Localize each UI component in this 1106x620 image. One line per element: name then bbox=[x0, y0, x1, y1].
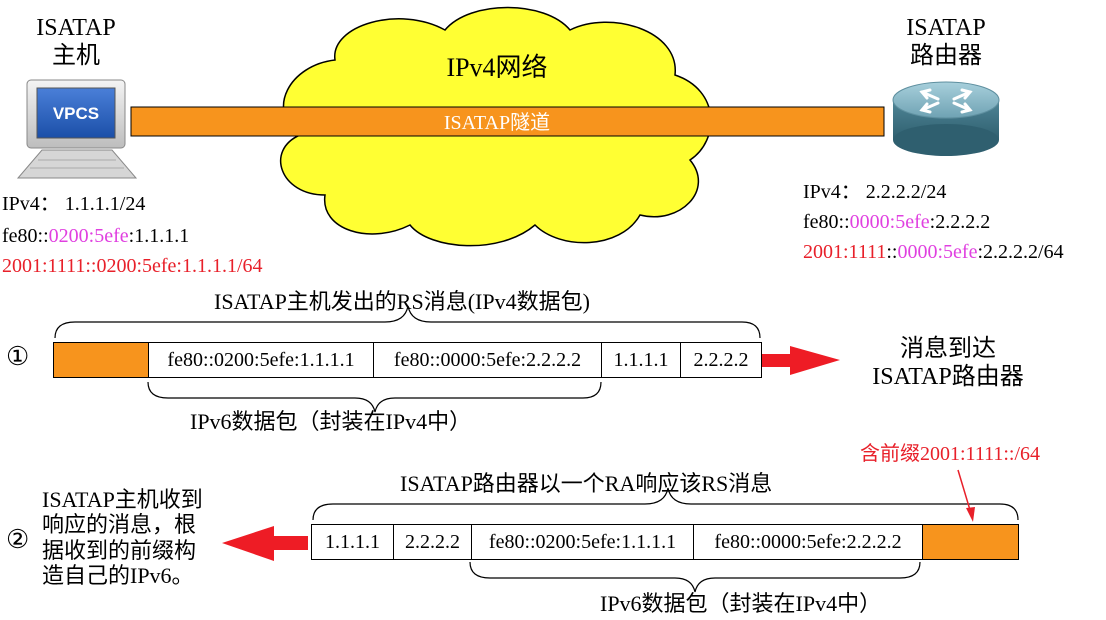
step2-bottom-label: IPv6数据包（封装在IPv4中） bbox=[600, 591, 882, 616]
step2-result-line4: 造自己的IPv6。 bbox=[42, 562, 194, 588]
host-ll-iid: 0200:5efe bbox=[48, 225, 129, 247]
router-title-line1: ISATAP bbox=[906, 15, 986, 41]
step1-marker: ① bbox=[6, 342, 30, 371]
host-title-line1: ISATAP bbox=[36, 15, 116, 41]
step2-marker: ② bbox=[6, 525, 30, 554]
host-title: ISATAP 主机 bbox=[36, 15, 116, 70]
step2-result-line3: 据收到的前缀构 bbox=[42, 537, 197, 563]
step1-bottom-label: IPv6数据包（封装在IPv4中） bbox=[190, 409, 472, 434]
step2-src-ipv4-cell: 1.1.1.1 bbox=[312, 525, 394, 559]
step1-arrow bbox=[762, 346, 840, 375]
host-title-line2: 主机 bbox=[52, 42, 100, 69]
step2-dst-ipv6-cell: fe80::0000:5efe:2.2.2.2 bbox=[694, 525, 923, 559]
step2-dst-ipv4-cell: 2.2.2.2 bbox=[394, 525, 472, 559]
step1-top-label: ISATAP主机发出的RS消息(IPv4数据包) bbox=[214, 289, 590, 314]
router-ll-prefix: fe80:: bbox=[803, 211, 850, 233]
router-ipv4: IPv4： 2.2.2.2/24 bbox=[803, 181, 947, 203]
host-global: 2001:1111::0200:5efe:1.1.1.1/64 bbox=[2, 255, 263, 277]
cloud-label: IPv4网络 bbox=[446, 53, 547, 82]
step2-top-brace bbox=[312, 487, 1019, 521]
step2-bottom-brace bbox=[469, 561, 921, 593]
vpcs-screen-text: VPCS bbox=[53, 104, 99, 123]
step2-result: ISATAP主机收到 响应的消息，根 据收到的前缀构 造自己的IPv6。 bbox=[42, 487, 203, 588]
step2-src-ipv6-cell: fe80::0200:5efe:1.1.1.1 bbox=[472, 525, 694, 559]
step1-top-brace bbox=[54, 305, 761, 339]
step1-packet: fe80::0200:5efe:1.1.1.1 fe80::0000:5efe:… bbox=[53, 342, 762, 378]
step1-result-line2: ISATAP路由器 bbox=[872, 363, 1024, 390]
router-ll-v4: :2.2.2.2 bbox=[929, 211, 991, 233]
router-icon bbox=[892, 81, 1000, 156]
step2-top-label: ISATAP路由器以一个RA响应该RS消息 bbox=[400, 471, 773, 496]
step2-result-line2: 响应的消息，根 bbox=[42, 512, 197, 538]
step1-result: 消息到达 ISATAP路由器 bbox=[858, 336, 1038, 391]
step2-arrow bbox=[222, 526, 308, 561]
host-ll-prefix: fe80:: bbox=[2, 225, 49, 247]
host-ipv4: IPv4： 1.1.1.1/24 bbox=[2, 193, 146, 215]
step1-dst-ipv6-cell: fe80::0000:5efe:2.2.2.2 bbox=[374, 343, 602, 377]
step1-result-line1: 消息到达 bbox=[900, 336, 996, 362]
tunnel-label: ISATAP隧道 bbox=[444, 111, 550, 134]
step1-bottom-brace bbox=[147, 381, 602, 413]
isatap-tunnel bbox=[130, 106, 885, 137]
step2-prefix-note: 含前缀2001:1111::/64 bbox=[860, 443, 1040, 465]
prefix-pointer-arrow bbox=[957, 469, 975, 522]
step1-src-ipv6-cell: fe80::0200:5efe:1.1.1.1 bbox=[149, 343, 374, 377]
router-global-prefix: 2001:1111 bbox=[803, 241, 887, 263]
router-title: ISATAP 路由器 bbox=[896, 15, 996, 70]
router-global-sep: :: bbox=[886, 241, 898, 263]
router-title-line2: 路由器 bbox=[910, 42, 982, 69]
router-ll-iid: 0000:5efe bbox=[849, 211, 930, 233]
router-global: 2001:1111::0000:5efe:2.2.2.2/64 bbox=[803, 241, 1064, 264]
step1-dst-ipv4-cell: 2.2.2.2 bbox=[693, 348, 749, 371]
router-link-local: fe80::0000:5efe:2.2.2.2 bbox=[803, 211, 990, 234]
router-global-iid: 0000:5efe bbox=[897, 241, 978, 263]
computer-icon: VPCS bbox=[16, 79, 138, 179]
host-ll-v4: :1.1.1.1 bbox=[128, 225, 190, 247]
step2-ipv4-header-cell bbox=[923, 525, 1018, 559]
host-link-local: fe80::0200:5efe:1.1.1.1 bbox=[2, 225, 189, 248]
step1-ipv4-header-cell bbox=[54, 343, 149, 377]
router-global-v4: :2.2.2.2/64 bbox=[977, 241, 1064, 263]
step2-packet: 1.1.1.1 2.2.2.2 fe80::0200:5efe:1.1.1.1 … bbox=[311, 524, 1019, 560]
step2-result-line1: ISATAP主机收到 bbox=[42, 487, 203, 512]
step1-src-ipv4-cell: 1.1.1.1 bbox=[602, 343, 681, 377]
